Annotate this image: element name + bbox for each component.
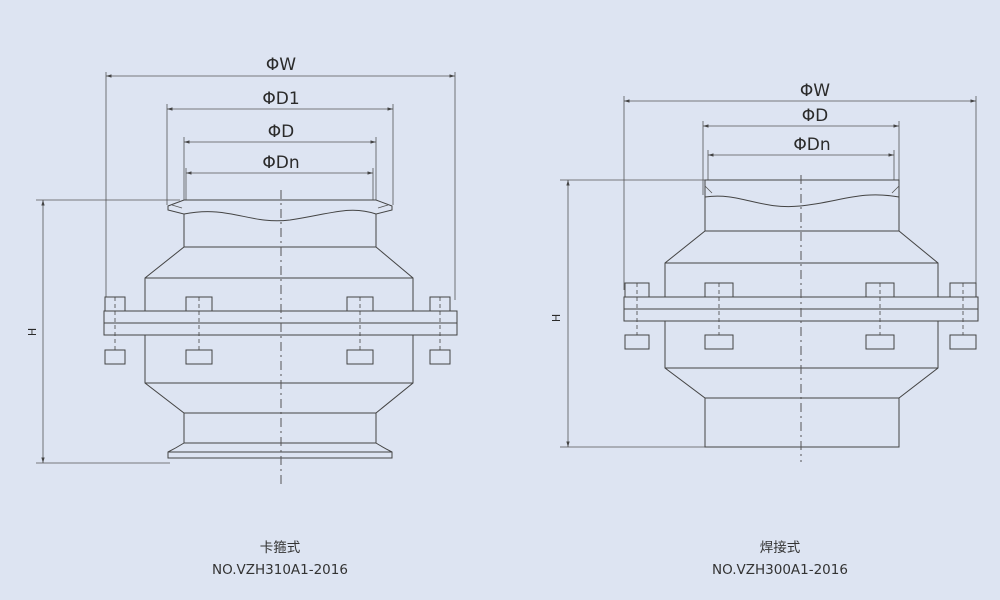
right-dimension-lines	[560, 96, 977, 448]
right-valve-drawing: ΦW ΦD ΦDn H	[550, 81, 979, 462]
left-bolt-1	[104, 296, 126, 365]
left-dim-h-label: H	[26, 328, 39, 336]
left-bolt-4	[429, 296, 451, 365]
left-dim-dn-label: ΦDn	[262, 153, 299, 173]
left-bolt-3	[346, 296, 374, 365]
right-dim-h-label: H	[550, 314, 563, 322]
left-valve-drawing: ΦW ΦD1 ΦD ΦDn H	[26, 55, 458, 488]
right-dim-dn-label: ΦDn	[793, 135, 830, 155]
right-caption: 焊接式 NO.VZH300A1-2016	[665, 537, 895, 581]
right-caption-code: NO.VZH300A1-2016	[712, 562, 848, 578]
right-dim-w-label: ΦW	[800, 81, 830, 101]
left-dim-w-label: ΦW	[266, 55, 296, 75]
left-bolt-2	[185, 296, 213, 365]
right-dim-d-label: ΦD	[802, 106, 828, 126]
left-dim-d1-label: ΦD1	[262, 89, 299, 109]
left-dim-d-label: ΦD	[268, 122, 294, 142]
left-caption-code: NO.VZH310A1-2016	[212, 562, 348, 578]
right-caption-title: 焊接式	[759, 540, 801, 556]
left-caption: 卡箍式 NO.VZH310A1-2016	[170, 537, 390, 581]
left-dimension-lines	[36, 72, 456, 464]
right-bolt-2	[704, 282, 734, 350]
left-caption-title: 卡箍式	[259, 540, 301, 556]
right-bolt-4	[949, 282, 977, 350]
right-bolt-1	[624, 282, 650, 350]
right-bolt-3	[865, 282, 895, 350]
